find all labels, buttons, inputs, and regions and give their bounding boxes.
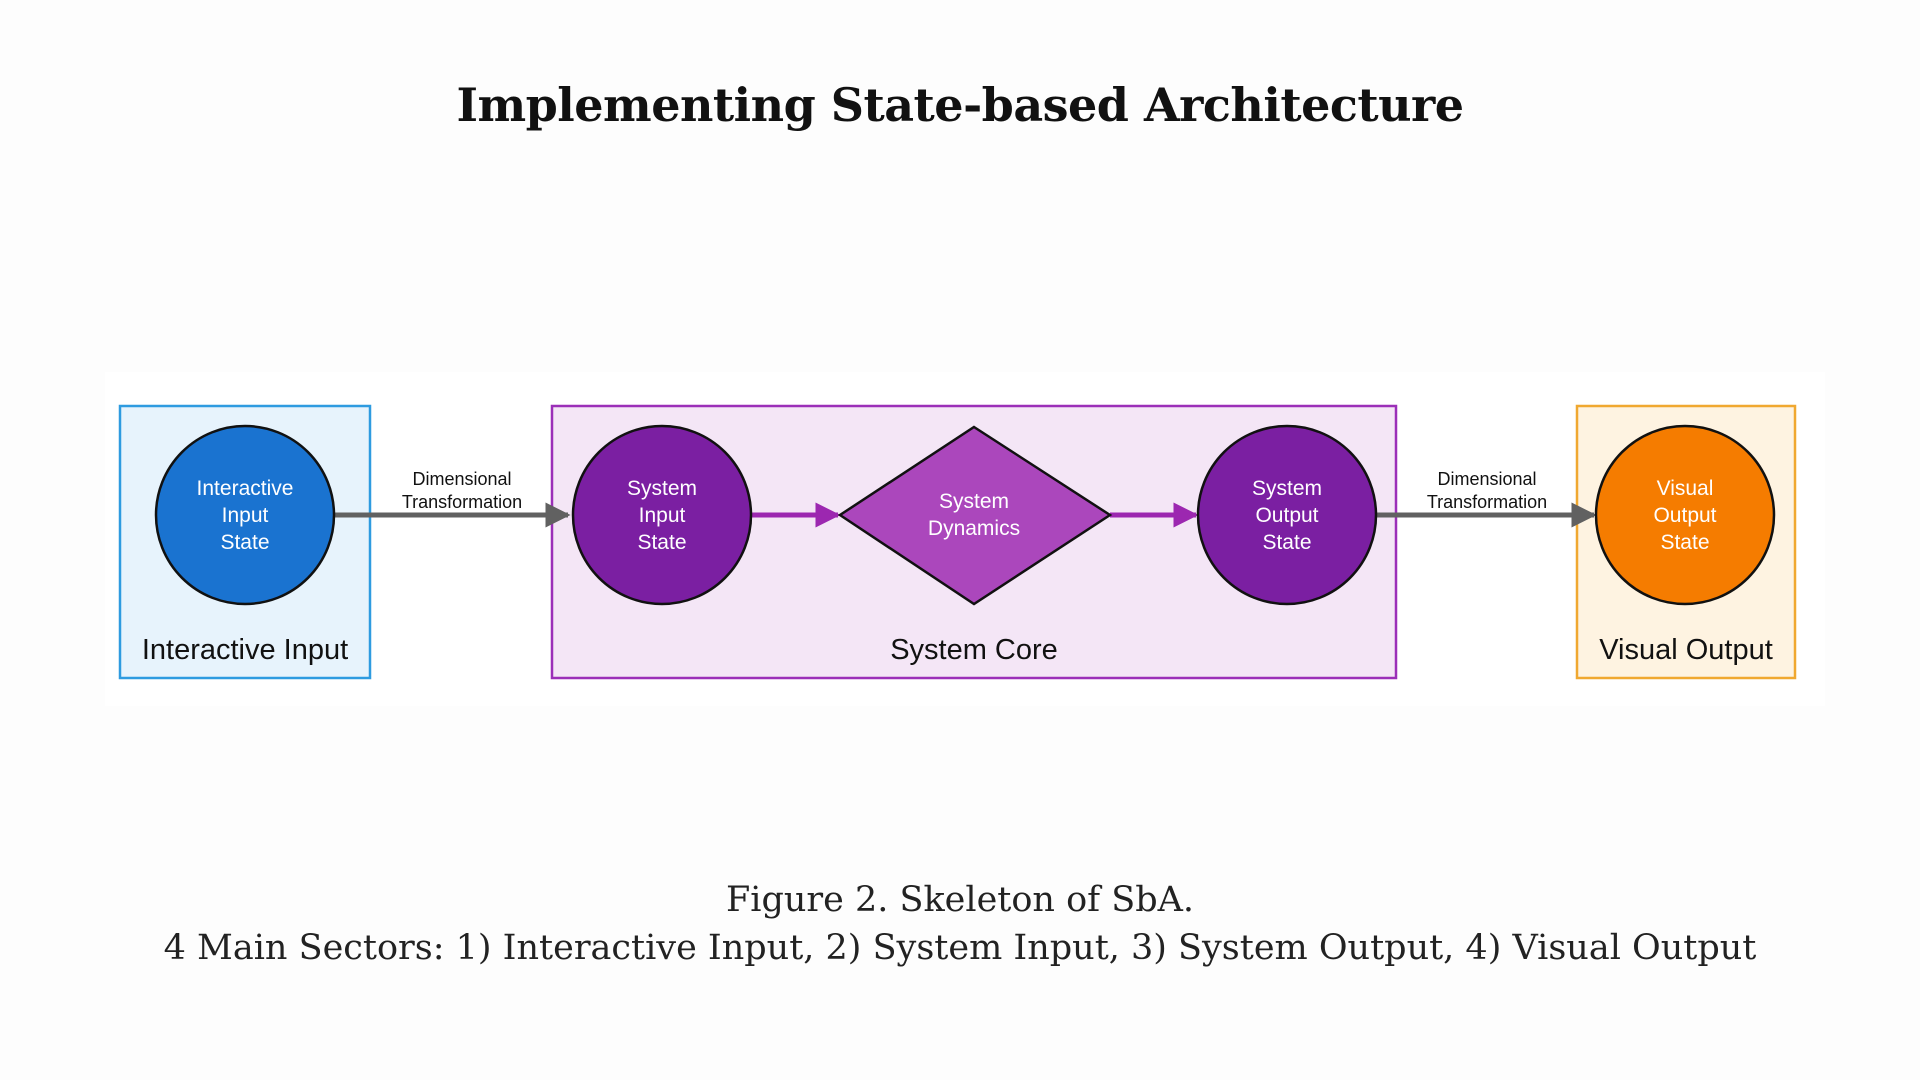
node-label-visual-output-state-2: Output [1653, 504, 1716, 527]
node-label-system-output-state-1: System [1252, 477, 1322, 500]
node-label-interactive-input-state-1: Interactive [197, 477, 294, 500]
node-label-interactive-input-state-2: Input [222, 504, 269, 527]
node-visual-output-state [1594, 424, 1776, 606]
node-label-visual-output-state-1: Visual [1657, 477, 1714, 500]
node-label-system-dynamics-1: System [939, 490, 1009, 513]
node-interactive-input-state [154, 424, 336, 606]
edge-label-left-line-2: Transformation [402, 492, 522, 512]
group-label-interactive-input: Interactive Input [142, 634, 348, 666]
node-label-visual-output-state-3: State [1660, 531, 1709, 554]
node-system-dynamics [837, 425, 1113, 606]
node-label-system-output-state-2: Output [1255, 504, 1318, 527]
figure-caption-sectors: 4 Main Sectors: 1) Interactive Input, 2)… [163, 928, 1757, 968]
node-label-system-input-state-1: System [627, 477, 697, 500]
node-label-system-input-state-3: State [637, 531, 686, 554]
figure-caption: Figure 2. Skeleton of SbA. [725, 880, 1195, 920]
node-label-system-input-state-2: Input [639, 504, 686, 527]
edge-label-left-line-1: Dimensional [412, 469, 511, 489]
node-label-system-output-state-3: State [1262, 531, 1311, 554]
node-system-output-state [1196, 424, 1378, 606]
node-system-input-state [571, 424, 753, 606]
group-label-system-core: System Core [890, 634, 1058, 666]
edge-label-right-line-2: Transformation [1427, 492, 1547, 512]
page-title: Implementing State-based Architecture [456, 78, 1464, 132]
group-label-visual-output: Visual Output [1599, 634, 1773, 666]
edge-label-right-line-1: Dimensional [1437, 469, 1536, 489]
node-label-interactive-input-state-3: State [220, 531, 269, 554]
node-label-system-dynamics-2: Dynamics [928, 517, 1020, 540]
